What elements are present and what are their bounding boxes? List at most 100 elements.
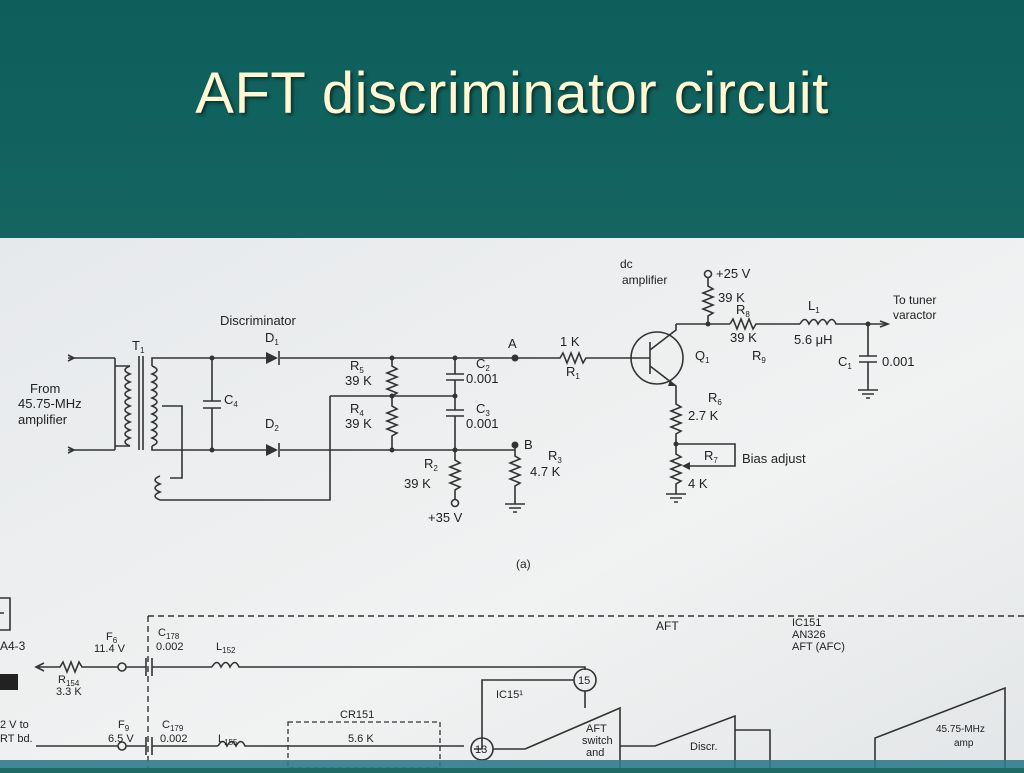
ic15-label: IC15¹ [496,689,523,701]
r8-resistor [729,316,800,332]
bias-adjust-label: Bias adjust [742,451,806,466]
aft-switch-block [493,706,621,768]
l1-inductor [799,318,888,326]
l155-label: L155 [218,733,238,747]
discr-label: Discr. [690,741,718,753]
r1-value: 1 K [560,334,580,349]
c2-value: 0.001 [466,371,499,386]
d2-label: D2 [265,416,279,433]
v-to-label: 2 V to [0,719,29,731]
circuit-photo: From 45.75-MHz amplifier T1 [0,238,1024,769]
aft-block-label: AFT [656,619,679,633]
l152-label: L152 [216,641,236,655]
r7-potentiometer [666,443,736,503]
r8-value: 39 K [730,330,757,345]
c1-capacitor [858,324,878,399]
r8-label: R8 [736,302,750,319]
to-tuner-1: To tuner [893,293,936,307]
f6-value: 11.4 V [94,643,126,655]
aft-switch-2: switch [582,735,613,747]
t1-secondary-coil [149,365,158,447]
discriminator-circuit: From 45.75-MHz amplifier T1 [18,257,936,571]
collector-resistor-value: 39 K [718,290,745,305]
r7-label: R7 [704,448,718,465]
r154-value: 3.3 K [56,686,82,698]
from-label-1: From [30,381,60,396]
discriminator-label: Discriminator [220,313,297,328]
r3-resistor [505,445,525,513]
if-amp-block [874,686,1006,768]
cr151-label: CR151 [340,709,374,721]
point-a-label: A [508,336,517,351]
r4-value: 39 K [345,416,372,431]
f6-label: F6 [106,631,118,645]
circuit-diagram: From 45.75-MHz amplifier T1 [0,238,1024,769]
ic151-label-1: IC151 [792,617,821,629]
d1-diode [266,352,278,364]
slide-title: AFT discriminator circuit [195,61,829,126]
collector-resistor [700,278,716,324]
r3-label: R3 [548,448,562,465]
c179-label: C179 [162,719,184,733]
pin-15-label: 15 [578,675,590,687]
r1-resistor [515,350,640,366]
t1-label: T1 [132,338,145,355]
c1-label: C1 [838,354,852,371]
c178-value: 0.002 [156,641,184,653]
r6-label: R6 [708,390,722,407]
f9-value: 6.5 V [108,733,134,745]
r9-label: R9 [752,348,766,365]
ic151-schematic: AFT IC151 AN326 AFT (AFC) A4-3 R154 3.3 … [0,597,1024,769]
d1-label: D1 [265,330,279,347]
f9-label: F9 [118,719,130,733]
t1-primary-coil [124,365,133,447]
q1-label: Q1 [695,348,710,365]
supply-25v: +25 V [716,266,751,281]
aft-switch-3: and [586,747,604,759]
ic151-label-2: AN326 [792,629,826,641]
rt-bd-label: RT bd. [0,733,33,745]
to-tuner-2: varactor [893,308,936,322]
l1-label: L1 [808,298,820,315]
amp-label-2: amp [954,738,974,749]
amp-label-1: 45.75-MHz [936,724,985,735]
r1-label: R1 [566,364,580,381]
d2-diode [266,444,278,456]
c178-label: C178 [158,627,180,641]
supply-35v: +35 V [428,510,463,525]
pin-13-label: 13 [475,744,487,756]
c1-value: 0.001 [882,354,915,369]
l1-value: 5.6 μH [794,332,833,347]
tertiary-coil [154,475,163,501]
q1-transistor [630,331,684,385]
from-label-3: amplifier [18,412,68,427]
r2-resistor [447,450,463,500]
c4-label: C4 [224,392,238,409]
r4-label: R4 [350,401,364,418]
dc-amp-label-1: dc [620,257,633,271]
r5-label: R5 [350,358,364,375]
a4-3-label: A4-3 [0,639,26,653]
c3-label: C3 [476,401,490,418]
r154-label: R154 [58,674,80,688]
r5-value: 39 K [345,373,372,388]
r6-value: 2.7 K [688,408,719,423]
point-b-label: B [524,437,533,452]
figure-caption: (a) [516,557,531,571]
r6-resistor [668,388,684,444]
from-label-2: 45.75-MHz [18,396,82,411]
c179-value: 0.002 [160,733,188,745]
discriminator-block [620,714,771,768]
c2-label: C2 [476,356,490,373]
r2-value: 39 K [404,476,431,491]
aft-switch-1: AFT [586,723,607,735]
r3-value: 4.7 K [530,464,561,479]
r2-label: R2 [424,456,438,473]
r-5-6k-value: 5.6 K [348,733,374,745]
c3-value: 0.001 [466,416,499,431]
r5-r4-resistors [384,358,400,450]
r7-value: 4 K [688,476,708,491]
dc-amp-label-2: amplifier [622,273,667,287]
ic151-label-3: AFT (AFC) [792,641,845,653]
